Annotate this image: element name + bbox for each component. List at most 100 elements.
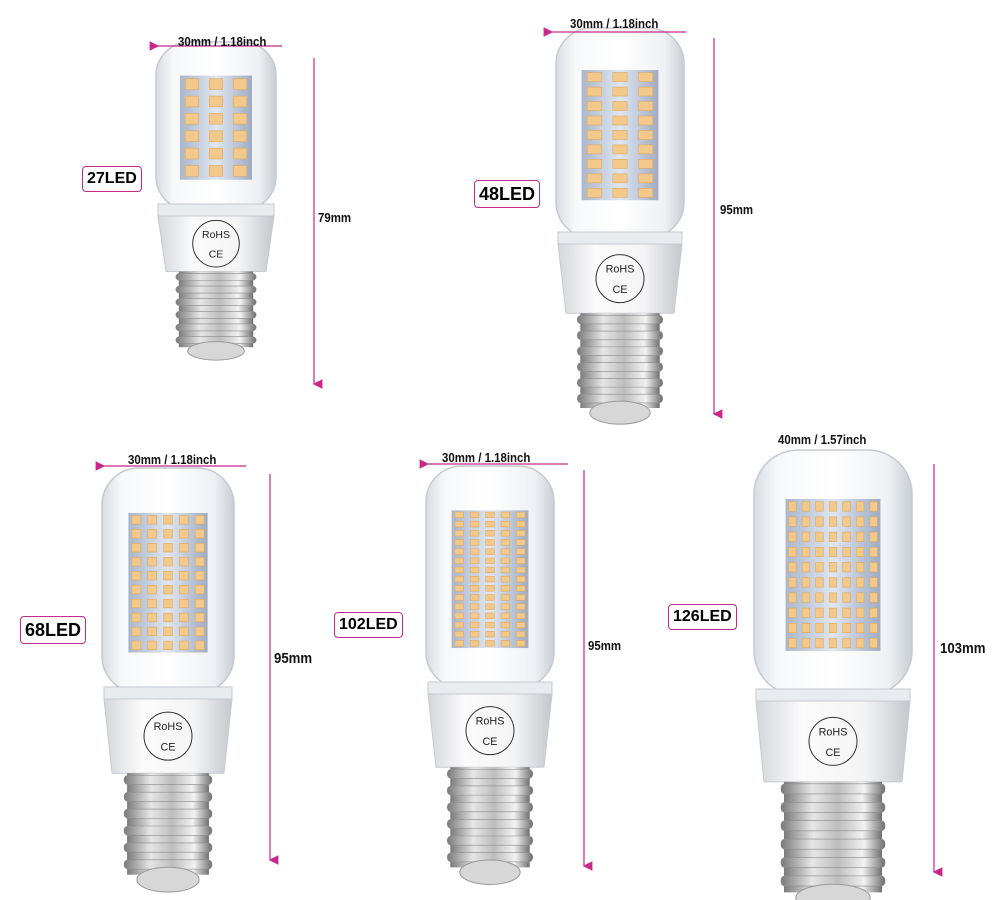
led-chip: [454, 621, 464, 629]
led-chip: [485, 621, 495, 629]
led-chip: [179, 571, 189, 581]
led-chip: [163, 571, 173, 581]
led-chip: [638, 188, 654, 198]
led-chip: [454, 585, 464, 592]
screw-thread: [780, 838, 886, 850]
led-chip: [855, 622, 865, 633]
screw-base: [450, 767, 530, 868]
led-chip: [801, 592, 811, 603]
led-chip: [194, 529, 205, 539]
led-chip: [855, 607, 865, 618]
led-chip: [179, 598, 189, 609]
height-label-27led: 79mm: [318, 210, 352, 225]
led-chip: [801, 622, 811, 633]
rohs-mark: RoHS: [606, 264, 635, 276]
led-chip: [232, 165, 248, 177]
led-chip: [194, 515, 205, 525]
led-chip: [788, 592, 797, 603]
led-chip: [815, 592, 824, 603]
led-chip: [612, 101, 628, 111]
rohs-mark: RoHS: [154, 721, 183, 733]
led-chip: [485, 548, 495, 555]
led-chip: [500, 548, 510, 555]
led-chip: [500, 566, 510, 574]
led-chip: [869, 622, 878, 633]
led-chip: [855, 562, 865, 573]
led-chip: [147, 543, 157, 553]
base-tip: [187, 341, 245, 361]
led-chip: [232, 147, 248, 160]
led-chip: [788, 577, 797, 588]
led-count-badge-68: 68LED: [20, 616, 87, 644]
led-chip: [500, 594, 510, 601]
led-chip: [147, 557, 157, 567]
led-chip: [788, 638, 797, 649]
led-chip: [869, 531, 878, 542]
screw-thread: [175, 311, 257, 319]
led-chip: [470, 539, 480, 546]
led-chip: [828, 607, 838, 618]
collar-ring: [427, 681, 553, 695]
led-chip: [485, 585, 495, 592]
led-chip: [454, 557, 464, 564]
led-chip: [470, 640, 480, 647]
led-panel: [180, 75, 252, 180]
led-chip: [194, 612, 205, 623]
led-chip: [194, 584, 205, 595]
screw-thread: [447, 802, 533, 813]
led-chip: [500, 621, 510, 629]
led-chip: [454, 612, 464, 619]
led-chip: [131, 598, 142, 609]
led-chip: [194, 598, 205, 609]
led-chip: [470, 603, 480, 610]
led-chip: [500, 530, 510, 537]
led-chip: [788, 622, 797, 633]
led-chip: [586, 115, 602, 126]
led-chip: [638, 115, 654, 126]
screw-thread: [123, 791, 213, 802]
led-chip: [586, 144, 602, 155]
led-chip: [485, 530, 495, 537]
led-chip: [131, 584, 142, 595]
led-chip: [815, 501, 824, 512]
ce-mark: CE: [483, 736, 498, 748]
height-label-126led: 103mm: [940, 640, 986, 657]
led-chip: [194, 626, 205, 637]
led-chip: [485, 557, 495, 564]
screw-thread: [123, 842, 213, 853]
height-label-48led: 95mm: [720, 202, 754, 217]
led-chip: [586, 173, 602, 184]
screw-thread: [447, 785, 533, 796]
led-chip: [485, 566, 495, 574]
collar-ring: [103, 686, 233, 700]
led-chip: [855, 638, 865, 649]
screw-thread: [577, 314, 663, 325]
height-label-102led: 95mm: [588, 638, 622, 653]
led-chip: [815, 638, 824, 649]
led-chip: [516, 603, 526, 610]
led-chip: [232, 113, 248, 125]
rohs-mark: RoHS: [819, 726, 848, 738]
rohs-seal: [595, 254, 645, 304]
plastic-base: [427, 693, 553, 768]
led-chip: [163, 515, 173, 525]
led-chip: [801, 577, 811, 588]
led-chip: [828, 547, 838, 558]
led-chip: [586, 130, 602, 140]
led-chip: [842, 607, 851, 618]
led-chip: [828, 638, 838, 649]
led-chip: [131, 612, 142, 623]
led-chip: [500, 640, 510, 647]
led-chip: [500, 585, 510, 592]
led-chip: [470, 511, 480, 519]
led-chip: [815, 577, 824, 588]
led-chip: [612, 72, 628, 82]
led-chip: [147, 515, 157, 525]
led-chip: [801, 638, 811, 649]
led-chip: [788, 531, 797, 542]
led-chip: [788, 501, 797, 512]
led-chip: [638, 72, 654, 82]
led-chip: [470, 621, 480, 629]
